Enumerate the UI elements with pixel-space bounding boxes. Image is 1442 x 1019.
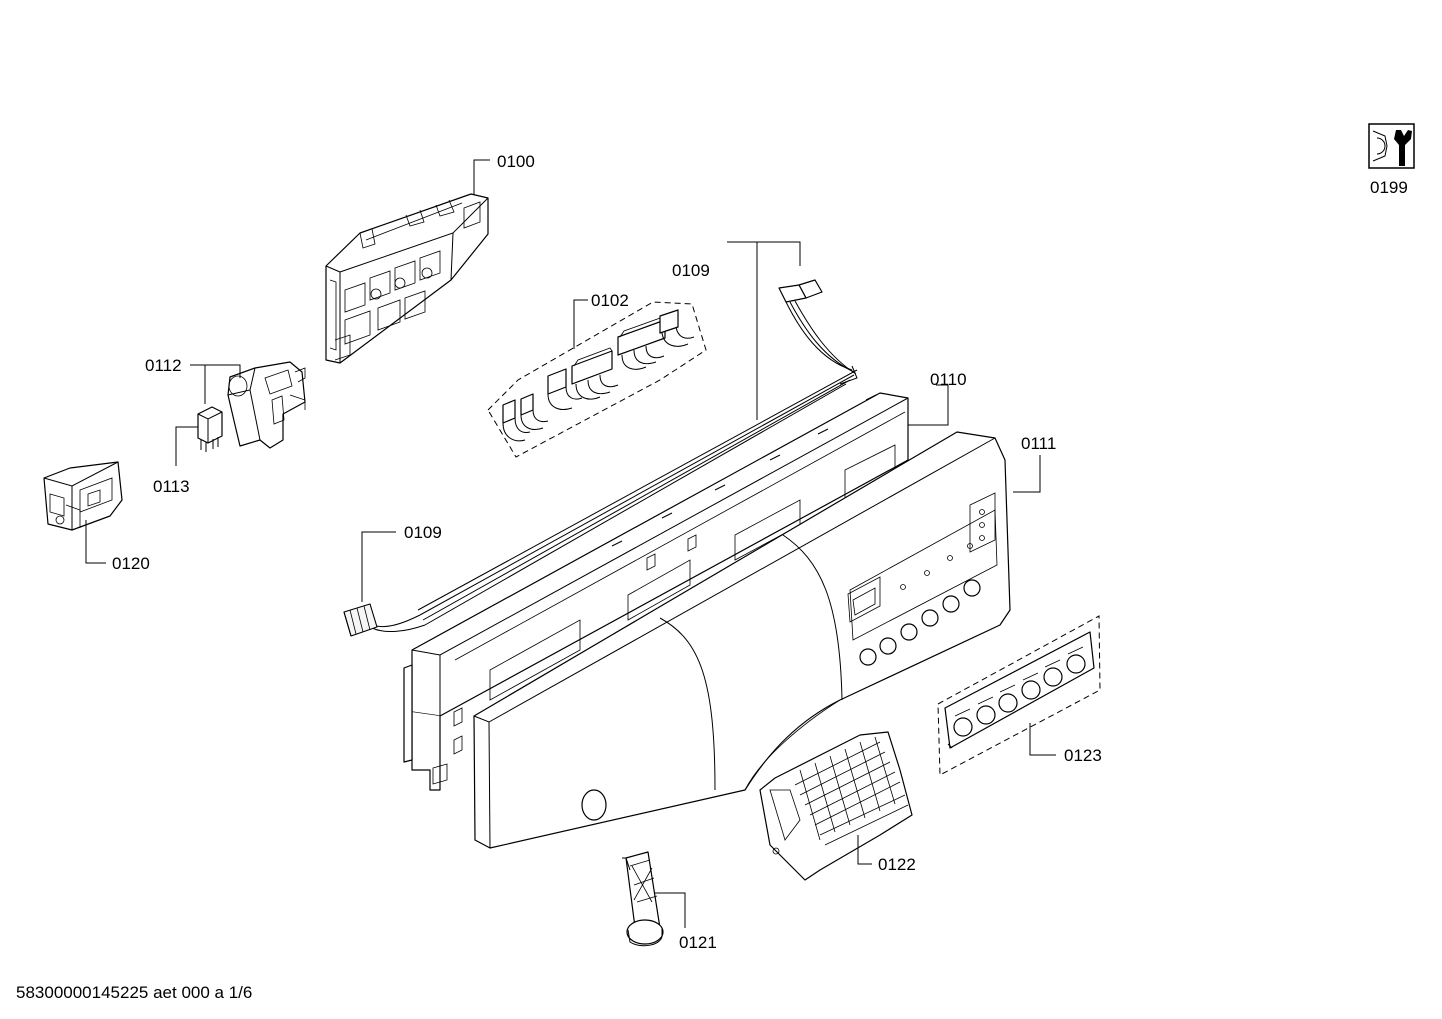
label-0199: 0199	[1370, 178, 1408, 197]
leader-0113	[85, 520, 106, 564]
leader-0111	[190, 364, 241, 378]
part-push-lever	[622, 851, 664, 947]
leader-0120	[1013, 455, 1041, 493]
part-grille-cover	[759, 731, 913, 881]
leader-0109-bottom	[361, 531, 396, 602]
part-wire-harness	[343, 279, 858, 637]
part-control-panel-fascia	[473, 431, 1011, 849]
part-electronic-module	[325, 193, 489, 364]
label-0109-top: 0109	[672, 261, 710, 280]
part-button-set	[937, 615, 1101, 776]
part-panel-frame	[403, 392, 909, 791]
leader-0122	[857, 835, 872, 865]
part-small-relay	[197, 406, 223, 452]
label-0102: 0102	[591, 291, 629, 310]
leader-0123	[1029, 723, 1056, 756]
part-connector-set	[487, 301, 707, 458]
leader-0121	[654, 892, 686, 928]
part-switch	[227, 361, 306, 449]
label-0121: 0121	[679, 933, 717, 952]
leader-0109-top	[727, 241, 801, 266]
label-0122: 0122	[878, 855, 916, 874]
wrench-nut-icon	[1368, 123, 1415, 169]
part-door-switch	[43, 461, 123, 531]
label-0120: 0111	[1021, 434, 1056, 453]
label-0100: 0100	[497, 152, 535, 171]
leader-0100	[473, 159, 490, 195]
drawing-id-footer: 58300000145225 aet 000 a 1/6	[16, 983, 252, 1002]
label-0113: 0120	[112, 554, 150, 573]
label-0110: 0110	[930, 370, 967, 389]
leader-0102	[573, 299, 588, 349]
leader-0112	[175, 426, 198, 466]
label-0111: 0112	[145, 356, 182, 375]
label-0109-bottom: 0109	[404, 523, 442, 542]
label-0112: 0113	[153, 477, 190, 496]
label-0123: 0123	[1064, 746, 1102, 765]
leader-0110	[908, 384, 949, 426]
